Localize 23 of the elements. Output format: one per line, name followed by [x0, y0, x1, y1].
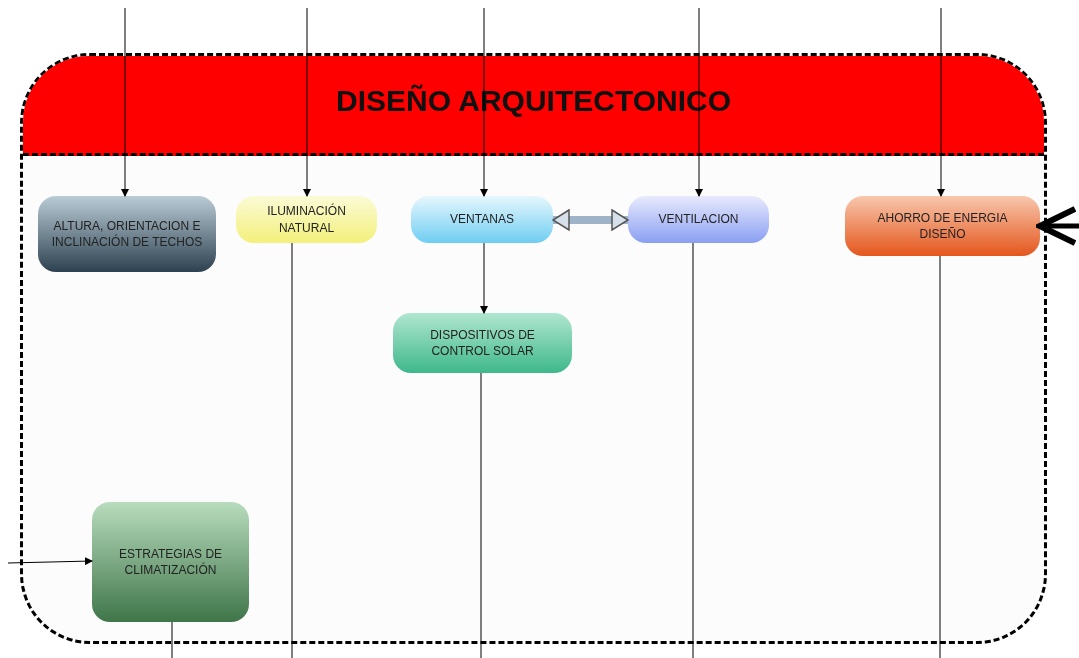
process-box: VENTANAS	[411, 196, 553, 243]
process-box: DISPOSITIVOS DE CONTROL SOLAR	[393, 313, 572, 373]
arrow	[303, 7, 311, 197]
connector-line	[291, 242, 293, 658]
process-box: ILUMINACIÓN NATURAL	[236, 196, 377, 243]
arrow	[480, 7, 488, 197]
arrow	[121, 7, 129, 197]
connector-line	[939, 255, 941, 658]
arrow	[480, 242, 488, 314]
arrow	[552, 209, 629, 231]
container-frame	[20, 53, 1047, 644]
arrow	[7, 557, 93, 566]
process-box: VENTILACION	[628, 196, 769, 243]
process-box: AHORRO DE ENERGIA DISEÑO	[845, 196, 1040, 256]
arrow	[695, 7, 703, 197]
connector-line	[692, 242, 694, 658]
process-box: ALTURA, ORIENTACION E INCLINACIÓN DE TECHOS	[38, 196, 216, 272]
arrow	[937, 7, 945, 197]
arrow	[1037, 206, 1079, 246]
header-title: DISEÑO ARQUITECTONICO	[335, 84, 732, 118]
connector-line	[171, 621, 173, 658]
connector-line	[480, 372, 482, 658]
process-box: ESTRATEGIAS DE CLIMATIZACIÓN	[92, 502, 249, 622]
